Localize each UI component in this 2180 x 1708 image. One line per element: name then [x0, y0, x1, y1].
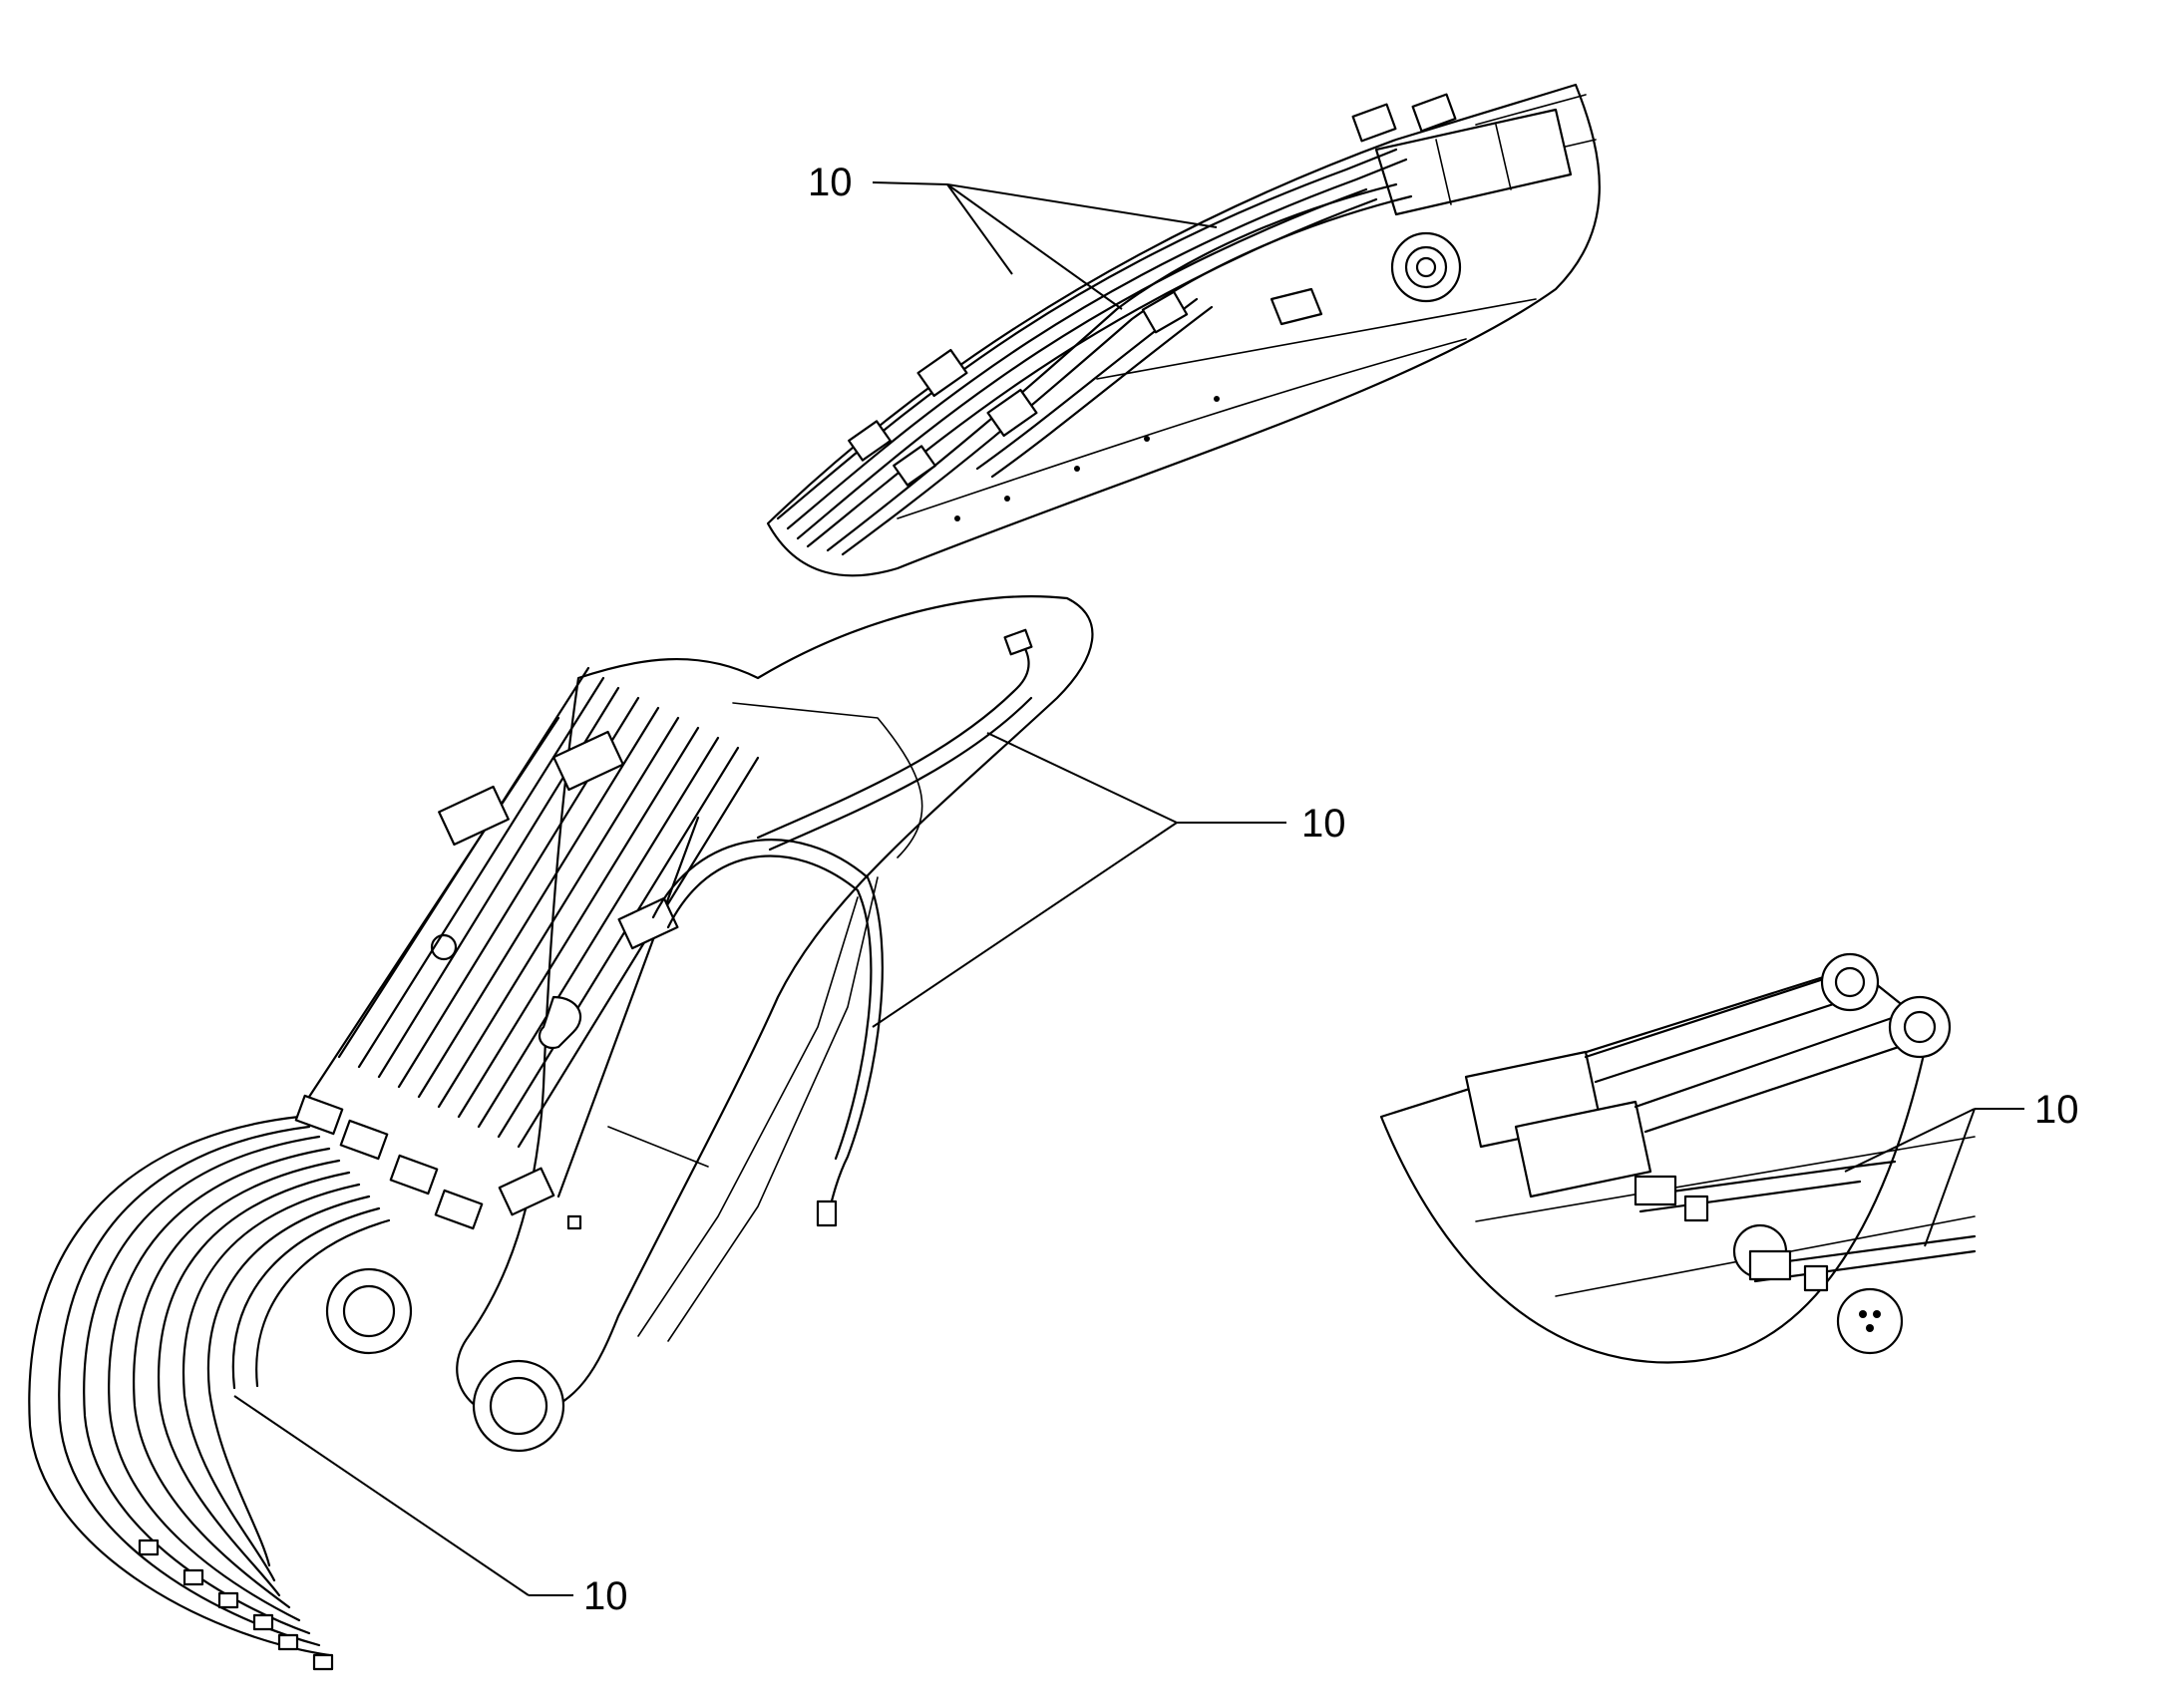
callout-label-top: 10	[808, 161, 853, 204]
callout-label-boom: 10	[1301, 802, 1346, 846]
callout-hoses: 10	[233, 1395, 628, 1618]
cylinder-assembly	[1379, 952, 1977, 1364]
callout-boom: 10	[872, 732, 1346, 1028]
top-boom-assembly	[766, 83, 1601, 577]
hose-bundle	[28, 1094, 484, 1671]
callout-cylinder: 10	[1844, 1088, 2079, 1247]
boom-assembly	[307, 595, 1094, 1453]
callout-label-cylinder: 10	[2034, 1088, 2079, 1132]
callout-top: 10	[808, 161, 1218, 310]
callout-label-hoses: 10	[583, 1574, 628, 1618]
